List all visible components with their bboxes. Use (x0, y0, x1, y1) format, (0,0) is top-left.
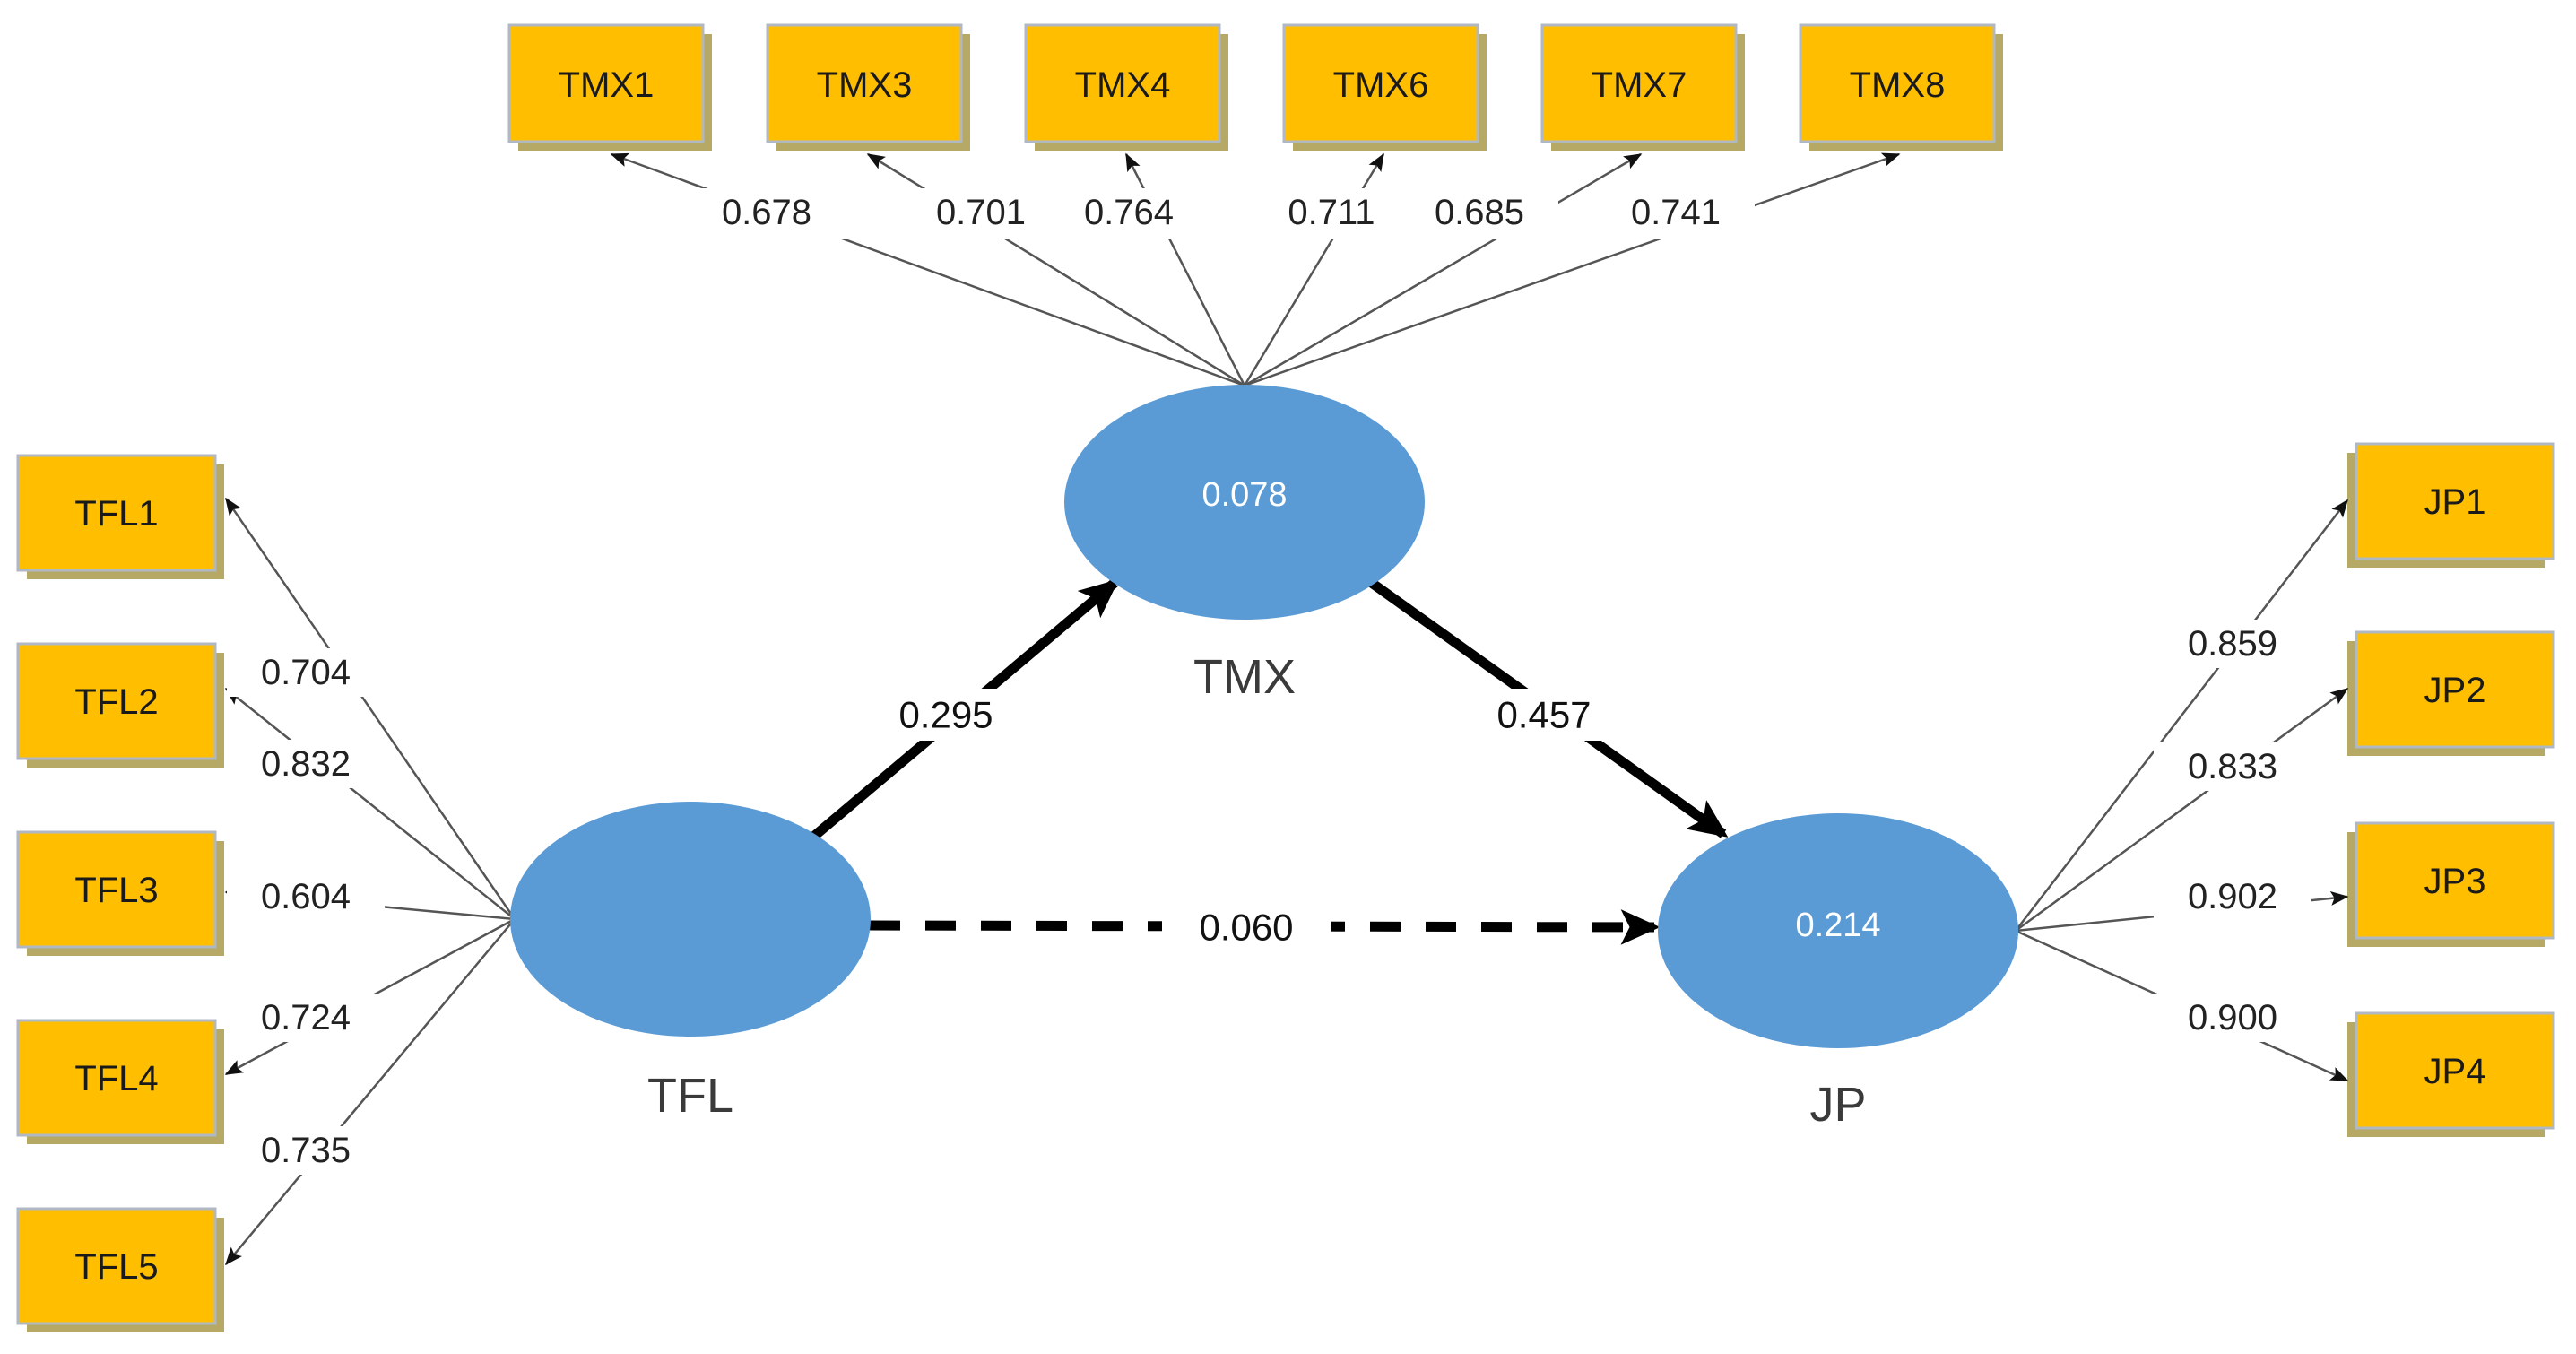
indicator-label: TFL1 (74, 494, 158, 534)
loading-label-tfl2: 0.832 (261, 744, 351, 784)
construct-group-jp[interactable]: 0.214 JP (1658, 813, 2018, 1132)
loading-label-tfl1: 0.704 (261, 653, 351, 692)
indicator-label: TFL5 (74, 1247, 158, 1287)
indicator-label: JP1 (2424, 482, 2486, 522)
construct-name-tmx: TMX (1193, 650, 1296, 704)
loading-label-jp1: 0.859 (2188, 624, 2277, 664)
loading-label-tmx7: 0.685 (1435, 193, 1524, 232)
indicator-box-tfl5[interactable]: TFL5 (16, 1207, 224, 1332)
loading-label-tfl5: 0.735 (261, 1131, 351, 1170)
indicator-label: TMX7 (1592, 65, 1687, 105)
indicator-label: TFL3 (74, 871, 158, 910)
path-label-tfl-tmx: 0.295 (898, 694, 993, 736)
loading-label-jp3: 0.902 (2188, 877, 2277, 916)
path-coefficient-labels: 0.295 0.457 0.060 (863, 689, 1628, 954)
construct-group-tmx[interactable]: 0.078 TMX (1064, 385, 1425, 704)
loading-arrow-tfl1 (224, 497, 516, 920)
indicator-box-tfl2[interactable]: TFL2 (16, 642, 224, 768)
loading-label-tfl3: 0.604 (261, 877, 351, 916)
indicator-box-jp3[interactable]: JP3 (2347, 821, 2555, 947)
construct-ellipse-tmx[interactable] (1064, 385, 1425, 620)
tmx-loading-labels: 0.678 0.701 0.764 0.711 0.685 0.741 (688, 188, 1755, 239)
tfl-loading-labels: 0.704 0.832 0.604 0.724 0.735 (227, 648, 385, 1175)
jp-loading-labels: 0.859 0.833 0.902 0.900 (2154, 620, 2311, 1042)
loading-label-tmx8: 0.741 (1631, 193, 1721, 232)
indicator-label: TMX4 (1075, 65, 1171, 105)
indicator-box-tfl1[interactable]: TFL1 (16, 454, 224, 579)
loading-label-tmx3: 0.701 (936, 193, 1026, 232)
indicator-box-tmx8[interactable]: TMX8 (1799, 23, 2003, 151)
jp-indicator-group: JP1 JP2 JP3 JP4 (2347, 442, 2555, 1137)
indicator-box-jp2[interactable]: JP2 (2347, 630, 2555, 756)
path-label-tfl-jp: 0.060 (1199, 907, 1293, 949)
indicator-label: TMX6 (1333, 65, 1429, 105)
indicator-label: JP3 (2424, 862, 2486, 901)
indicator-label: TMX8 (1850, 65, 1946, 105)
loading-label-jp2: 0.833 (2188, 747, 2277, 786)
indicator-box-tfl3[interactable]: TFL3 (16, 830, 224, 956)
construct-ellipse-jp[interactable] (1658, 813, 2018, 1048)
loading-label-jp4: 0.900 (2188, 998, 2277, 1037)
tmx-indicator-group: TMX1 TMX3 TMX4 TMX6 TMX7 (507, 23, 2003, 151)
indicator-box-tmx3[interactable]: TMX3 (766, 23, 970, 151)
loading-label-tmx6: 0.711 (1288, 193, 1375, 232)
tfl-indicator-group: TFL1 TFL2 TFL3 TFL4 TFL5 (16, 454, 224, 1332)
construct-r2-jp: 0.214 (1795, 907, 1880, 944)
loading-arrow-tfl5 (225, 918, 516, 1266)
indicator-box-tmx4[interactable]: TMX4 (1024, 23, 1228, 151)
indicator-label: TMX3 (817, 65, 913, 105)
indicator-label: JP2 (2424, 671, 2486, 710)
indicator-label: TFL2 (74, 682, 158, 722)
loading-arrow-tfl2 (224, 688, 516, 920)
indicator-box-tfl4[interactable]: TFL4 (16, 1019, 224, 1144)
loading-label-tmx1: 0.678 (722, 193, 811, 232)
indicator-label: TMX1 (559, 65, 655, 105)
loading-label-tmx4: 0.764 (1084, 193, 1174, 232)
loading-arrow-tmx8 (1244, 152, 1901, 387)
path-label-tmx-jp: 0.457 (1496, 694, 1591, 736)
loading-label-tfl4: 0.724 (261, 998, 351, 1037)
loading-arrow-tmx7 (1244, 152, 1643, 387)
indicator-box-tmx6[interactable]: TMX6 (1282, 23, 1487, 151)
indicator-label: JP4 (2424, 1052, 2486, 1091)
construct-r2-tmx: 0.078 (1201, 476, 1287, 514)
indicator-box-tmx7[interactable]: TMX7 (1540, 23, 1745, 151)
construct-group-tfl[interactable]: TFL (510, 802, 871, 1123)
construct-name-jp: JP (1809, 1078, 1866, 1132)
loading-arrow-jp1 (2015, 499, 2348, 932)
indicator-box-jp1[interactable]: JP1 (2347, 442, 2555, 568)
construct-ellipse-tfl[interactable] (510, 802, 871, 1037)
structural-paths (808, 577, 1729, 945)
indicator-box-tmx1[interactable]: TMX1 (507, 23, 712, 151)
loading-arrow-jp2 (2015, 687, 2349, 933)
indicator-label: TFL4 (74, 1059, 158, 1098)
indicator-box-jp4[interactable]: JP4 (2347, 1011, 2555, 1137)
construct-name-tfl: TFL (647, 1069, 733, 1123)
